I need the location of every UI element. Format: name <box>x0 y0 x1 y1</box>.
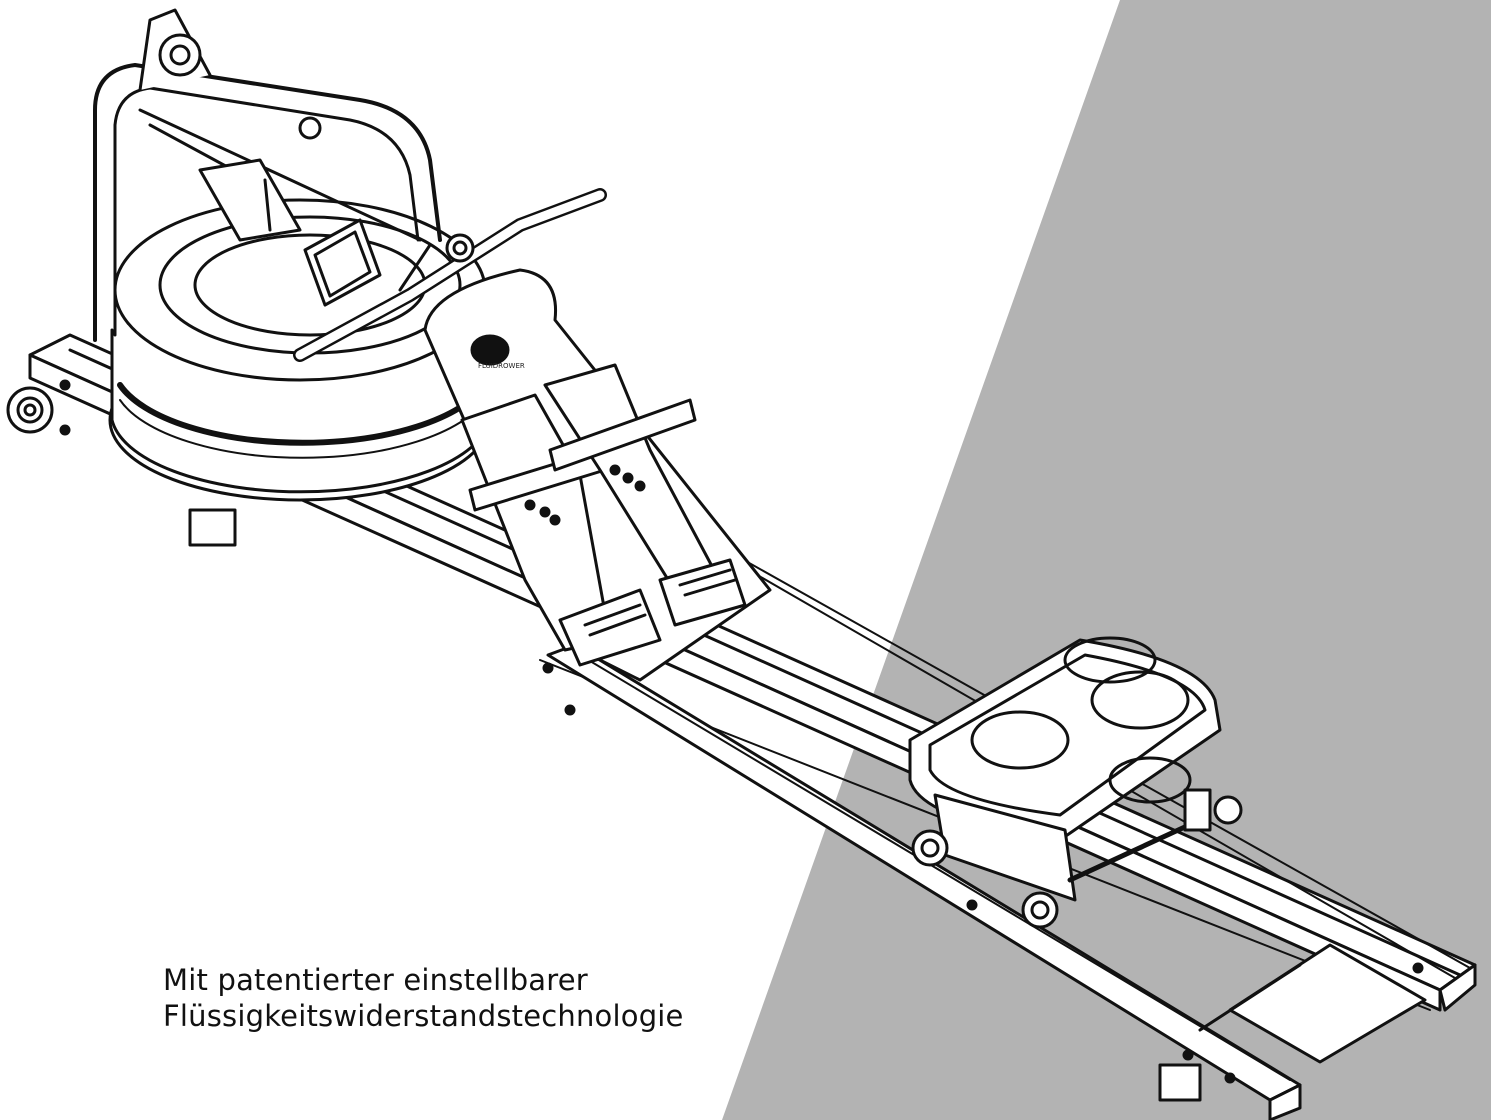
main-rail <box>28 333 1477 1120</box>
seat-wheels <box>911 795 1243 929</box>
front-frame-arch <box>93 8 442 342</box>
right-foot-holder <box>543 363 747 627</box>
caption-line-2: Flüssigkeitswiderstandstechnologie <box>163 999 684 1033</box>
caption-text: Mit patentierter einstellbarer Flüssigke… <box>163 962 684 1034</box>
left-foot-holder <box>460 393 662 667</box>
seat <box>908 636 1222 902</box>
caption-line-1: Mit patentierter einstellbarer <box>163 963 588 997</box>
footplate-brand-label: FLUIDROWER <box>478 362 525 370</box>
rear-crossbar <box>1158 943 1427 1102</box>
water-tank <box>108 198 492 547</box>
rail-rivets <box>542 662 1424 1084</box>
handlebar <box>293 188 607 362</box>
front-wheel <box>6 379 71 436</box>
monitor <box>303 218 382 307</box>
